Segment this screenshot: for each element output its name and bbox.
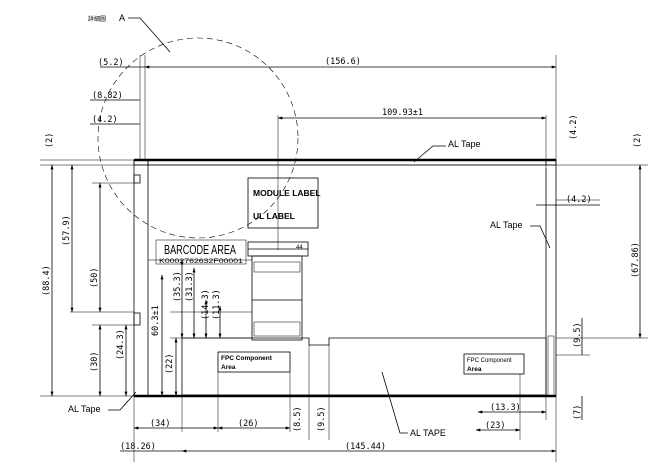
dim-30: (30): [90, 352, 100, 372]
dim-8-82: (8.82): [92, 91, 123, 101]
dim-18-26: (18.26): [120, 442, 156, 452]
right-dimensions: (4.2) (2) (67.86) (9.5) (7) (13.3) (23): [475, 133, 648, 440]
connector-tag: 44: [296, 245, 303, 251]
top-dimensions: (5.2) (156.6) (8.82) (4.2) 109.93±1 (4.2…: [90, 55, 579, 250]
dim-14-3: (14.3): [201, 289, 211, 320]
fpc-left-line1: FPC Component: [221, 355, 273, 362]
detail-circle: [97, 37, 299, 239]
dim-35-3: (35.3): [173, 271, 183, 302]
dim-50: (50): [90, 268, 100, 288]
fpc-area: FPC Component Area FPC Component Area: [181, 337, 547, 396]
detail-letter: A: [119, 13, 125, 23]
dim-9-5-right: (9.5): [573, 322, 583, 348]
dim-2-left: (2): [45, 133, 55, 148]
module-label-text: MODULE LABEL: [253, 188, 321, 198]
center-dimensions: 60.3±1 (35.3) (31.3) (14.3) (11.3) (22): [148, 259, 252, 397]
dim-67-86: (67.86): [631, 242, 641, 278]
dim-7: (7): [573, 405, 583, 420]
dim-13-3: (13.3): [490, 403, 521, 413]
fpc-left-line2: Area: [221, 364, 236, 371]
dim-4-2-top-right: (4.2): [569, 114, 579, 140]
dim-26: (26): [238, 419, 258, 429]
dim-8-5: (8.5): [293, 406, 303, 432]
al-tape-left-label: AL Tape: [68, 404, 101, 414]
fpc-right-line2: Area: [467, 366, 482, 373]
dim-60-3: 60.3±1: [151, 305, 161, 336]
bottom-dimensions: (34) (26) (8.5) (9.5) (18.26) (145.44): [120, 345, 557, 462]
barcode-area: BARCODE AREA K0002762632F00001 44: [155, 239, 303, 265]
fpc-right-line1: FPC Component: [467, 358, 512, 364]
dim-31-3: (31.3): [185, 271, 195, 302]
fpc-component-area-left: [217, 351, 291, 373]
module-label-box: MODULE LABEL UL LABEL: [247, 177, 321, 229]
dim-109-93: 109.93±1: [382, 108, 423, 118]
left-dimensions: (2) (88.4) (57.9) (50) (30) (24.3): [40, 133, 134, 397]
detail-prefix: 詳細圖: [88, 15, 106, 23]
al-tape-bottom-label: AL TAPE: [410, 428, 446, 438]
flex-connector: [247, 241, 309, 341]
ul-label-text: UL LABEL: [253, 211, 295, 221]
dim-2-right: (2): [633, 133, 643, 148]
dim-24-3: (24.3): [116, 329, 126, 360]
barcode-number: K0002762632F00001: [159, 259, 244, 265]
dim-88-4: (88.4): [42, 265, 52, 296]
detail-a-callout: 詳細圖 A: [88, 13, 299, 239]
dim-145-44: (145.44): [345, 442, 386, 452]
al-tape-top-label: AL Tape: [448, 139, 481, 149]
dim-34: (34): [150, 419, 170, 429]
dim-156-6: (156.6): [325, 57, 361, 67]
dim-57-9: (57.9): [62, 215, 72, 246]
dim-5-2: (5.2): [98, 58, 124, 68]
dim-9-5-bottom: (9.5): [317, 406, 327, 432]
barcode-area-title: BARCODE AREA: [164, 242, 236, 257]
al-tape-right-label: AL Tape: [490, 220, 523, 230]
detail-leader: [128, 17, 171, 53]
dim-11-3: (11.3): [212, 289, 222, 320]
dim-22: (22): [165, 354, 175, 374]
dim-4-2-right: (4.2): [566, 195, 592, 205]
fpc-component-area-right: [463, 353, 525, 375]
dim-23: (23): [485, 421, 505, 431]
dim-4-2-left: (4.2): [92, 115, 118, 125]
al-tape-callouts: AL Tape AL Tape AL Tape AL TAPE: [68, 139, 551, 438]
